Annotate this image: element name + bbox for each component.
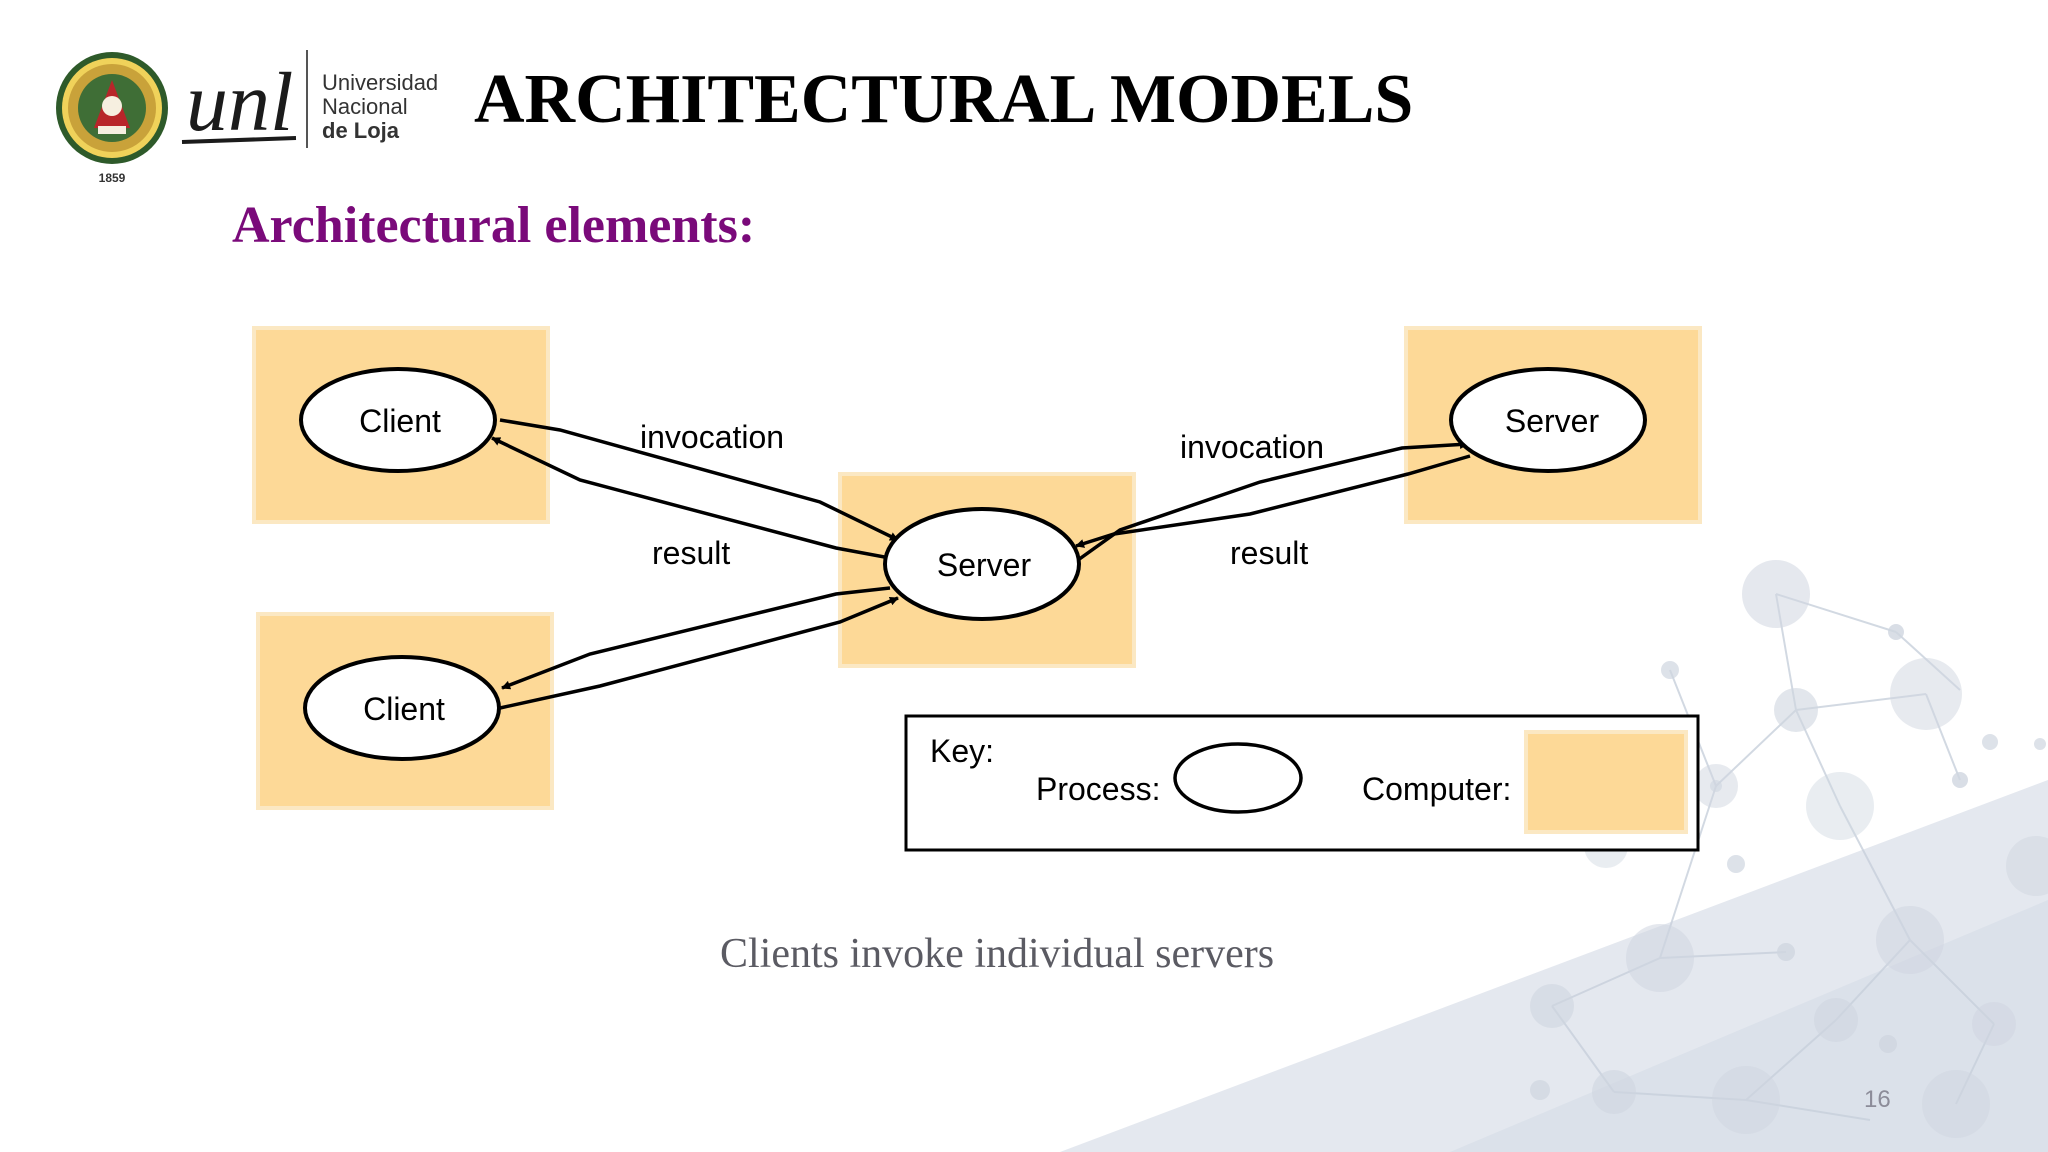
diagram-caption: Clients invoke individual servers (720, 931, 1275, 977)
node-label-client-bottom: Client (363, 691, 445, 727)
page-number: 16 (1864, 1086, 1891, 1113)
process-server-right (1449, 367, 1647, 473)
node-label-server-center: Server (937, 547, 1032, 583)
key-computer-symbol (1524, 730, 1688, 834)
page-title: ARCHITECTURAL MODELS (474, 61, 1414, 138)
edge-label-right-result: result (1230, 535, 1308, 571)
svg-text:1859: 1859 (99, 171, 126, 184)
arrow-result-server-to-client-top (491, 436, 891, 560)
key-process-symbol (1173, 742, 1303, 814)
arrow-invocation-client-top-to-server (499, 418, 899, 542)
key-process-label: Process: (1036, 771, 1160, 807)
edge-label-right-invocation: invocation (1180, 429, 1324, 465)
edge-label-left-invocation: invocation (640, 419, 784, 455)
key-computer-label: Computer: (1362, 771, 1511, 807)
section-subtitle: Architectural elements: (232, 197, 756, 254)
key-title: Key: (930, 733, 994, 769)
svg-text:unl: unl (186, 56, 293, 149)
edge-label-left-result: result (652, 535, 730, 571)
diagram-key: Key: Process: Computer: (904, 714, 1700, 852)
arrow-result-server-to-client-bottom (501, 586, 891, 690)
arrow-invocation-client-bottom-to-server (499, 596, 899, 710)
arrow-invocation-server-to-right-server (1076, 439, 1469, 562)
arrow-result-right-server-to-server (1075, 454, 1471, 548)
node-label-server-right: Server (1505, 403, 1600, 439)
university-seal-logo: 1859 (56, 52, 168, 184)
svg-text:de Loja: de Loja (322, 118, 400, 143)
process-client-top (299, 367, 497, 473)
svg-text:Nacional: Nacional (322, 94, 408, 119)
process-server-center (883, 507, 1081, 621)
svg-text:Universidad: Universidad (322, 70, 438, 95)
node-label-client-top: Client (359, 403, 441, 439)
process-client-bottom (303, 655, 501, 761)
unl-wordmark-logo: unl Universidad Nacional de Loja (181, 50, 438, 149)
